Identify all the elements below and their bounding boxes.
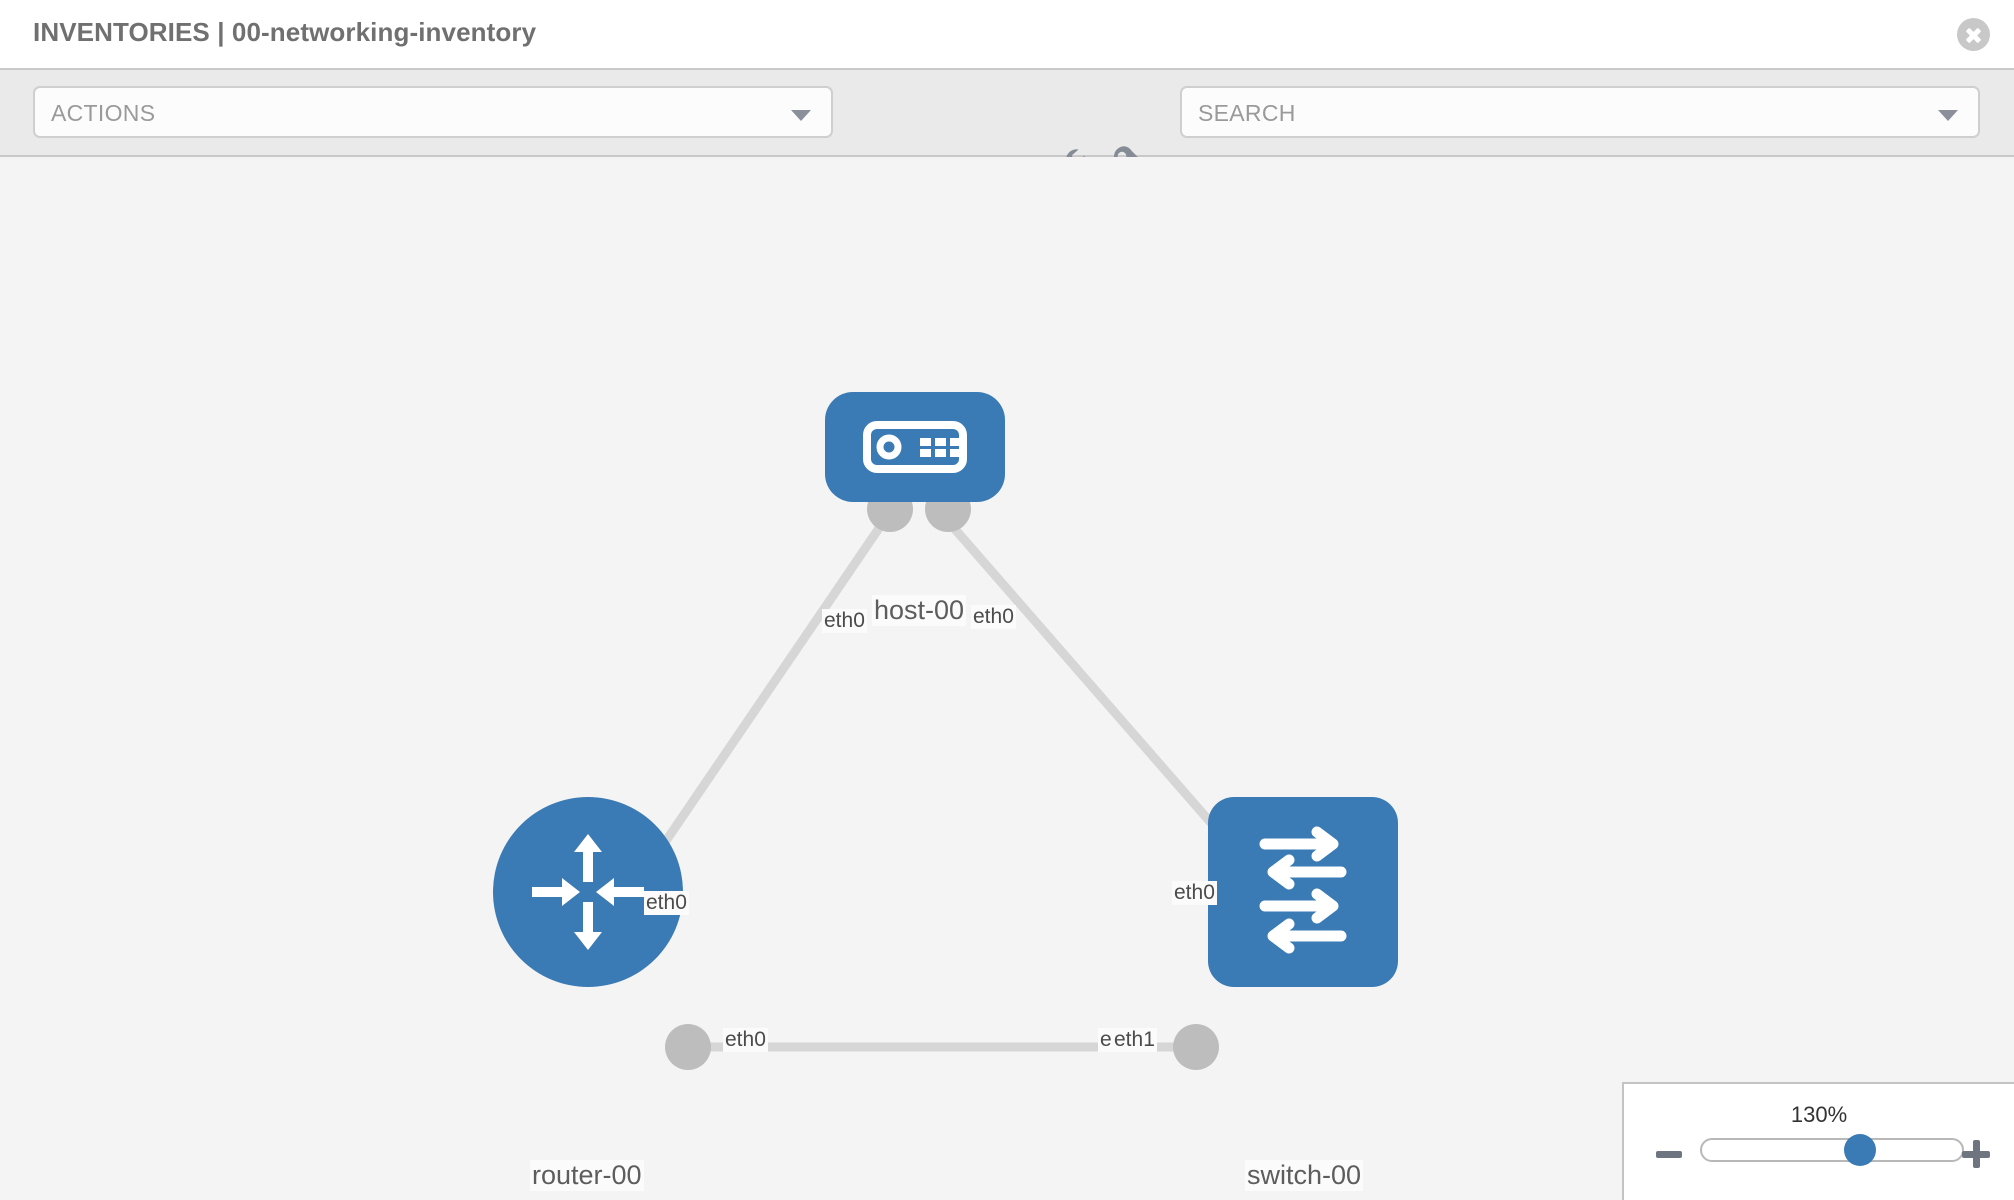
connector-switch-left[interactable] [1173, 1024, 1219, 1070]
zoom-slider-thumb[interactable] [1843, 1134, 1876, 1166]
edge-host00-switch00[interactable] [936, 509, 1236, 850]
breadcrumb: INVENTORIES | 00-networking-inventory [33, 17, 537, 47]
zoom-level-value: 130% [1790, 1102, 1848, 1127]
close-circle-icon[interactable] [1957, 18, 1990, 51]
interface-label-router-eth0-right: eth0 [723, 1028, 768, 1052]
chevron-down-icon [1938, 110, 1958, 121]
interface-label-host-eth0-right: eth0 [971, 605, 1016, 629]
interface-label-host-eth0-left: eth0 [822, 609, 867, 633]
topology-graph [493, 392, 1398, 1070]
node-label-switch-00: switch-00 [1245, 1160, 1364, 1191]
toolbar: ACTIONS SEARCH [0, 68, 2014, 187]
actions-dropdown-label: ACTIONS [51, 100, 156, 126]
connector-router-right[interactable] [665, 1024, 711, 1070]
interface-label-switch-eth0-up: eth0 [1172, 881, 1217, 905]
node-host-00[interactable] [825, 392, 1005, 502]
node-label-host-00: host-00 [872, 595, 967, 626]
page-header: INVENTORIES | 00-networking-inventory [0, 0, 2014, 68]
interface-label-router-eth0-up: eth0 [644, 891, 689, 915]
topology-edges [651, 509, 1236, 1052]
actions-dropdown[interactable]: ACTIONS [33, 86, 833, 138]
edge-host00-router00[interactable] [651, 509, 894, 860]
chevron-down-icon [791, 110, 811, 121]
search-input-label: SEARCH [1198, 100, 1296, 126]
search-dropdown[interactable]: SEARCH [1180, 86, 1980, 138]
zoom-control-panel: 130% [1622, 1082, 2014, 1200]
plus-icon[interactable] [1962, 1140, 1990, 1168]
node-switch-00[interactable] [1208, 797, 1398, 987]
minus-icon[interactable] [1656, 1140, 1684, 1168]
zoom-slider-track[interactable] [1700, 1138, 1964, 1162]
interface-label-switch-eth1-left: eth1 [1112, 1028, 1157, 1052]
node-router-00[interactable] [493, 797, 683, 987]
node-label-router-00: router-00 [530, 1160, 644, 1191]
topology-canvas[interactable]: host-00 router-00 switch-00 eth0 eth0 et… [0, 157, 2014, 1200]
